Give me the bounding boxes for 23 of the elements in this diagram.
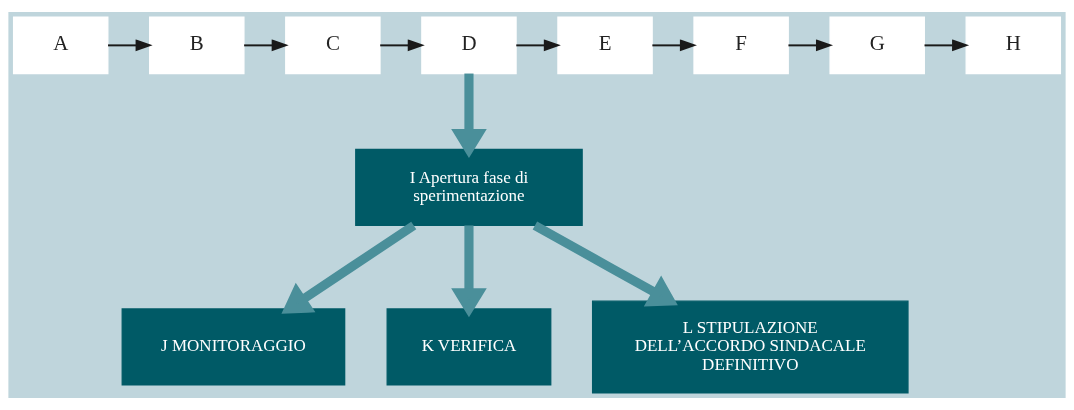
- node-box: E: [557, 16, 653, 75]
- arrow: [243, 39, 289, 52]
- node-box: B: [149, 16, 245, 75]
- arrow: [451, 73, 487, 158]
- node-box: I Apertura fase di sperimentazione: [355, 148, 583, 226]
- node-box: J MONITORAGGIO: [121, 308, 346, 386]
- node-box: L STIPULAZIONE DELL’ACCORDO SINDACALE DEFINITIVO: [591, 300, 909, 394]
- node-box: G: [829, 16, 925, 75]
- arrow: [651, 39, 697, 52]
- node-box: C: [285, 16, 381, 75]
- arrow: [532, 221, 678, 307]
- arrow: [515, 39, 561, 52]
- node-box: H: [965, 16, 1062, 75]
- node-box: D: [421, 16, 517, 75]
- arrow: [923, 39, 970, 52]
- node-box: A: [12, 16, 109, 75]
- arrow: [451, 225, 487, 318]
- arrow: [787, 39, 833, 52]
- arrow: [379, 39, 425, 52]
- node-box: K VERIFICA: [386, 308, 552, 386]
- node-box: F: [693, 16, 789, 75]
- arrow: [281, 221, 417, 314]
- arrow: [107, 39, 153, 52]
